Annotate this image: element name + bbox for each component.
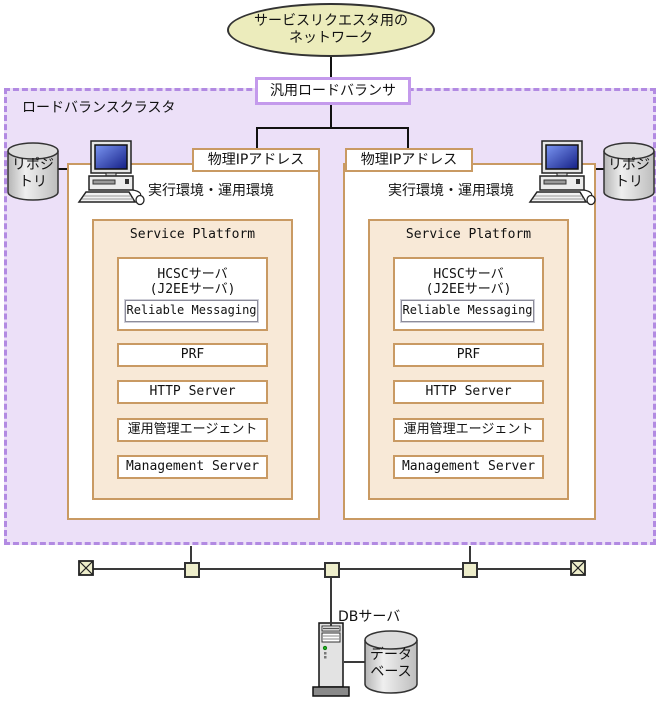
- execution-node-right: 実行環境・運用環境 Service Platform HCSCサーバ (J2EE…: [343, 163, 596, 520]
- load-balancer-label: 汎用ロードバランサ: [270, 83, 396, 99]
- connector-drop-right: [407, 127, 409, 149]
- network-terminator-x-icon-right: [570, 560, 586, 576]
- repository-label-line2: トリ: [19, 173, 47, 190]
- physical-ip-box-left: 物理IPアドレス: [192, 148, 320, 172]
- service-platform-box: Service Platform HCSCサーバ (J2EEサーバ) Relia…: [368, 219, 569, 500]
- cloud-label-line2: ネットワーク: [289, 30, 373, 46]
- connector-db-to-database: [344, 661, 366, 663]
- physical-ip-label: 物理IPアドレス: [207, 152, 305, 168]
- database-cylinder-icon: [603, 142, 655, 201]
- computer-icon-right: [528, 140, 596, 210]
- component-http-server: HTTP Server: [393, 380, 544, 404]
- repository-label-line2: トリ: [615, 173, 643, 190]
- database-label-line2: ベース: [370, 664, 412, 680]
- component-http-server: HTTP Server: [117, 380, 268, 404]
- network-node-square-center: [324, 562, 340, 578]
- server-tower-icon: [312, 622, 350, 697]
- component-operation-agent: 運用管理エージェント: [117, 418, 268, 442]
- connector-lb-down: [330, 105, 332, 129]
- repository-label-line1: リポジ: [608, 156, 650, 173]
- component-prf: PRF: [117, 343, 268, 367]
- db-server-tower: [310, 622, 352, 701]
- repository-cylinder-left: リポジ トリ: [7, 142, 59, 201]
- env-label: 実行環境・運用環境: [148, 183, 274, 199]
- connector-cloud-to-lb: [330, 55, 332, 78]
- network-terminator-x-icon-left: [78, 560, 94, 576]
- repository-label: リポジ トリ: [603, 142, 655, 201]
- desktop-computer-icon: [528, 140, 596, 206]
- hcsc-label-line1: HCSCサーバ: [157, 267, 228, 282]
- connector-node-to-net-right: [469, 546, 471, 564]
- repository-label: リポジ トリ: [7, 142, 59, 201]
- service-platform-title: Service Platform: [129, 227, 256, 242]
- reliable-messaging-box: Reliable Messaging: [400, 299, 535, 323]
- repository-label-line1: リポジ: [12, 156, 54, 173]
- generic-load-balancer-box: 汎用ロードバランサ: [255, 77, 411, 105]
- db-server-label: DBサーバ: [338, 609, 401, 625]
- hcsc-label-line2: (J2EEサーバ): [425, 282, 512, 297]
- hcsc-label-line1: HCSCサーバ: [433, 267, 504, 282]
- env-label: 実行環境・運用環境: [388, 183, 514, 199]
- desktop-computer-icon: [77, 140, 145, 206]
- requester-network-cloud: サービスリクエスタ用の ネットワーク: [227, 3, 435, 57]
- network-node-square-right: [462, 562, 478, 578]
- service-platform-title: Service Platform: [405, 227, 532, 242]
- database-cylinder-icon: [7, 142, 59, 201]
- component-management-server: Management Server: [117, 455, 268, 479]
- hcsc-server-box: HCSCサーバ (J2EEサーバ) Reliable Messaging: [393, 257, 544, 331]
- database-cylinder-icon: [364, 630, 418, 694]
- physical-ip-label: 物理IPアドレス: [360, 152, 458, 168]
- connector-node-to-net-left: [190, 546, 192, 564]
- cluster-label: ロードバランスクラスタ: [22, 100, 176, 116]
- service-platform-box: Service Platform HCSCサーバ (J2EEサーバ) Relia…: [92, 219, 293, 500]
- network-node-square-left: [184, 562, 200, 578]
- hcsc-server-box: HCSCサーバ (J2EEサーバ) Reliable Messaging: [117, 257, 268, 331]
- computer-icon-left: [77, 140, 145, 210]
- component-management-server: Management Server: [393, 455, 544, 479]
- component-operation-agent: 運用管理エージェント: [393, 418, 544, 442]
- physical-ip-box-right: 物理IPアドレス: [345, 148, 473, 172]
- component-prf: PRF: [393, 343, 544, 367]
- database-label-line1: データ: [370, 647, 412, 663]
- execution-node-left: 実行環境・運用環境 Service Platform HCSCサーバ (J2EE…: [67, 163, 320, 520]
- repository-cylinder-right: リポジ トリ: [603, 142, 655, 201]
- database-cylinder: データ ベース: [364, 630, 418, 694]
- hcsc-label-line2: (J2EEサーバ): [149, 282, 236, 297]
- connector-drop-left: [256, 127, 258, 149]
- connector-splitter: [256, 127, 409, 129]
- cloud-label-line1: サービスリクエスタ用の: [254, 13, 408, 29]
- database-label: データ ベース: [364, 630, 418, 694]
- reliable-messaging-box: Reliable Messaging: [124, 299, 259, 323]
- connector-net-to-db: [330, 578, 332, 626]
